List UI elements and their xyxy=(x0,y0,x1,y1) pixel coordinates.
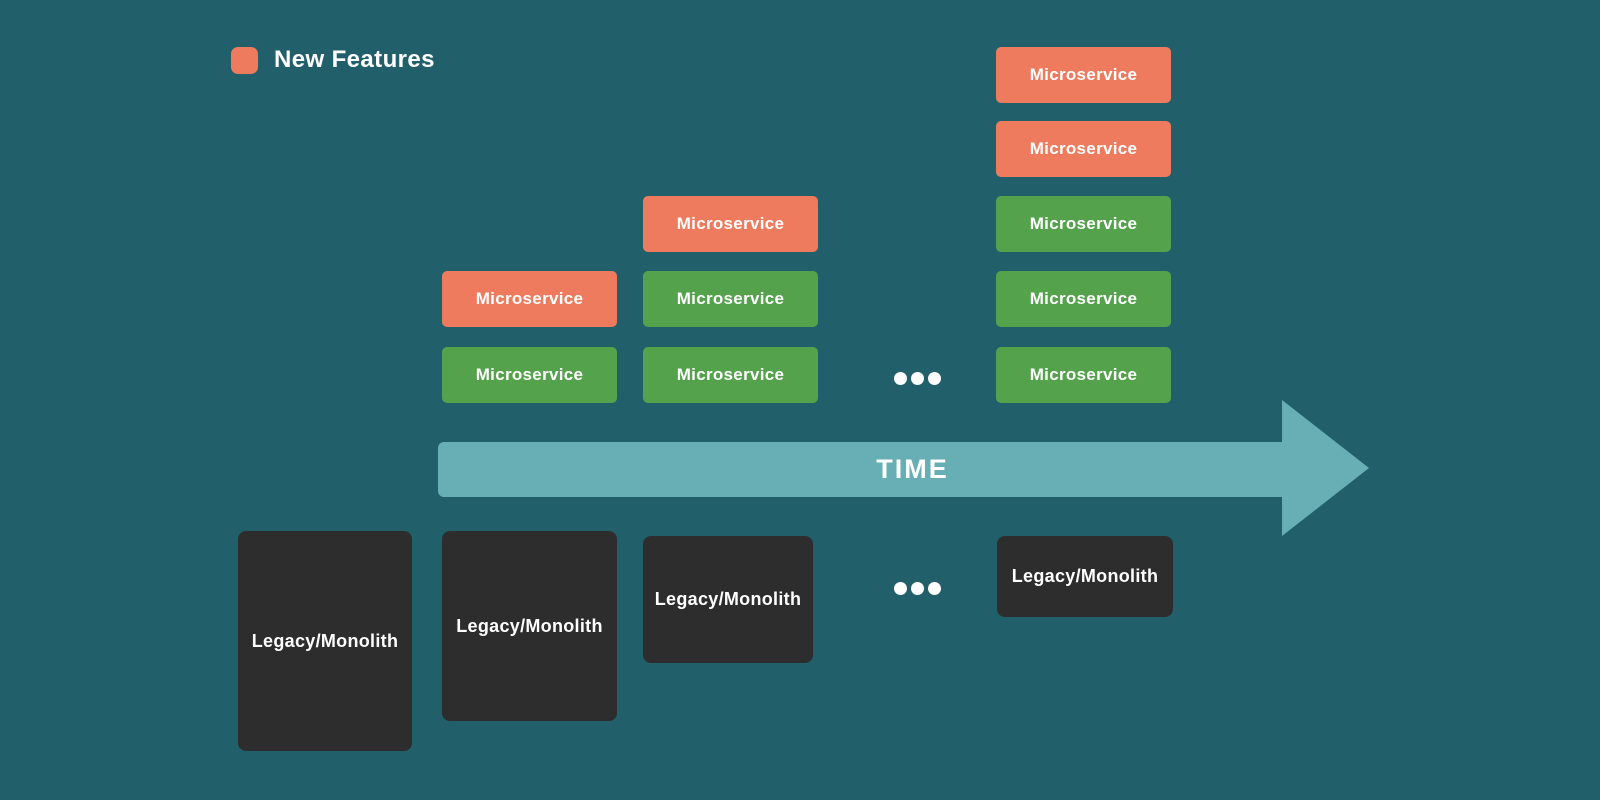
microservice-box-new: Microservice xyxy=(996,121,1171,177)
microservice-box-migrated: Microservice xyxy=(442,347,617,403)
legend-label: New Features xyxy=(274,46,435,73)
new-features-swatch-icon xyxy=(231,46,258,74)
microservice-box-migrated: Microservice xyxy=(996,196,1171,252)
dot-icon xyxy=(911,372,924,385)
microservice-box-new: Microservice xyxy=(442,271,617,327)
legacy-monolith-box: Legacy/Monolith xyxy=(238,531,412,751)
legacy-monolith-box: Legacy/Monolith xyxy=(997,536,1173,617)
dot-icon xyxy=(928,582,941,595)
dot-icon xyxy=(894,582,907,595)
microservice-box-migrated: Microservice xyxy=(996,271,1171,327)
time-arrow-head-icon xyxy=(1282,400,1369,536)
legacy-monolith-box: Legacy/Monolith xyxy=(442,531,617,721)
ellipsis-dots-upper xyxy=(894,372,941,385)
microservice-box-new: Microservice xyxy=(643,196,818,252)
microservice-box-migrated: Microservice xyxy=(643,271,818,327)
microservice-box-migrated: Microservice xyxy=(996,347,1171,403)
dot-icon xyxy=(894,372,907,385)
time-arrow-label: TIME xyxy=(876,454,949,484)
ellipsis-dots-lower xyxy=(894,582,941,595)
dot-icon xyxy=(911,582,924,595)
time-arrow-shaft xyxy=(438,442,1282,497)
microservice-box-new: Microservice xyxy=(996,47,1171,103)
legacy-monolith-box: Legacy/Monolith xyxy=(643,536,813,663)
dot-icon xyxy=(928,372,941,385)
microservice-box-migrated: Microservice xyxy=(643,347,818,403)
legend: New Features xyxy=(231,46,435,74)
